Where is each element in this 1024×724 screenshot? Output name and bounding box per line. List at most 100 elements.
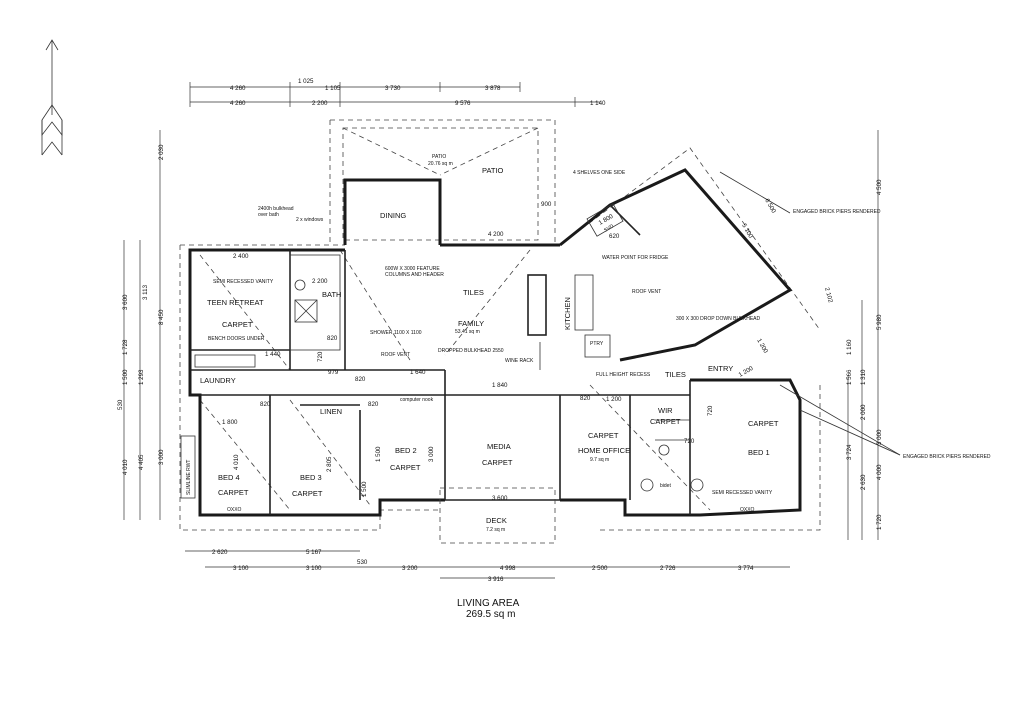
bed4-label: BED 4 [218, 473, 240, 482]
dim-int-820c: 820 [260, 401, 271, 408]
dim-left-2030: 2 030 [158, 144, 165, 160]
dim-int-2805: 2 805 [326, 456, 333, 472]
kitchen-label: KITCHEN [563, 297, 572, 330]
dim-top-3878: 3 878 [485, 85, 501, 92]
dim-int-820a: 820 [327, 335, 338, 342]
dim-left-530: 530 [117, 399, 124, 410]
dim-top-4260a: 4 260 [230, 85, 246, 92]
dim-int-620: 620 [609, 233, 620, 240]
home-office-area-label: 9.7 sq m [590, 457, 609, 463]
top-dimensions: 4 260 1 025 1 105 3 730 3 878 4 260 2 20… [189, 78, 606, 107]
dim-int-4010: 4 010 [233, 454, 240, 470]
interior-dimensions: 2 400 2 200 4 200 1 440 820 720 979 1 64… [222, 201, 769, 502]
dim-right-2102: 2 102 [823, 287, 834, 304]
dropped-bulkhead-note: DROPPED BULKHEAD 2550 [438, 348, 504, 354]
roof-vent-label-1: ROOF VENT [381, 352, 410, 358]
dim-int-820e: 820 [368, 401, 379, 408]
teen-retreat-label: TEEN RETREAT [207, 298, 264, 307]
tiles-label-1: TILES [463, 288, 484, 297]
tiles-label-2: TILES [665, 370, 686, 379]
dim-right-3000: 3 000 [876, 429, 883, 445]
dim-int-1200c: 1 200 [738, 365, 755, 379]
patio-area [342, 127, 539, 241]
patio-area-label: 20.76 sq m [428, 161, 453, 167]
dim-right-4000: 4 000 [876, 464, 883, 480]
dim-int-720b: 720 [707, 405, 714, 416]
note-line: 600W X 3000 FEATURE [385, 266, 440, 272]
dim-int-2200: 2 200 [312, 278, 328, 285]
left-dimensions: 2 030 3 113 8 450 3 600 1 728 1 500 1 29… [117, 130, 165, 520]
roof-outline [179, 119, 821, 531]
dim-right-1720: 1 720 [876, 514, 883, 530]
dim-int-1500b: 1 500 [361, 481, 368, 497]
rainwater-tank [180, 435, 196, 499]
teen-retreat-carpet-label: CARPET [222, 320, 253, 329]
drop-down-note: 300 X 300 DROP DOWN BULKHEAD [676, 316, 760, 322]
oxxo-label-2: OXXO [740, 507, 755, 513]
shelves-note: 4 SHELVES ONE SIDE [573, 170, 626, 176]
dim-bottom-5167: 5 167 [306, 549, 322, 556]
dim-int-1440: 1 440 [265, 351, 281, 358]
dim-right-4500: 4 500 [876, 179, 883, 195]
svd-note: SVD [603, 223, 615, 234]
dim-left-3000: 3 000 [158, 449, 165, 465]
bed4-carpet-label: CARPET [218, 488, 249, 497]
dim-int-820d: 820 [580, 395, 591, 402]
note-line: 2400h bulkhead [258, 206, 294, 212]
dim-top-2200: 2 200 [312, 100, 328, 107]
windows-note: 2 x windows [296, 217, 324, 223]
laundry-label: LAUNDRY [200, 376, 236, 385]
semi-vanity-note-1: SEMI RECESSED VANITY [213, 279, 274, 285]
dim-left-1500: 1 500 [122, 369, 129, 385]
interior-walls [190, 203, 704, 515]
right-dimensions: 4 500 6 500 2 102 5 980 1 566 1 310 3 00… [763, 130, 883, 540]
dim-top-3730: 3 730 [385, 85, 401, 92]
patio-small-label: PATIO [432, 154, 446, 160]
dim-top-4260b: 4 260 [230, 100, 246, 107]
dim-int-1500a: 1 500 [375, 446, 382, 462]
bath-label: BATH [322, 290, 341, 299]
dim-right-2000: 2 000 [860, 404, 867, 420]
roof-vent-label-2: ROOF VENT [632, 289, 661, 295]
media-carpet-label: CARPET [482, 458, 513, 467]
room-labels: PATIO 20.76 sq m PATIO DINING TEEN RETRE… [200, 154, 779, 533]
dim-bottom-2620: 2 620 [212, 549, 228, 556]
dim-int-1800a: 1 800 [222, 419, 238, 426]
wine-rack-note: WINE RACK [505, 358, 534, 364]
dim-left-8450: 8 450 [158, 309, 165, 325]
dim-int-1640: 1 640 [410, 369, 426, 376]
dim-int-2400: 2 400 [233, 253, 249, 260]
living-area-value: 269.5 sq m [466, 609, 515, 620]
dim-int-720a: 720 [317, 351, 324, 362]
oxxo-label-1: OXXO [227, 507, 242, 513]
note-line: COLUMNS AND HEADER [385, 272, 444, 278]
dim-bottom-2500: 2 500 [592, 565, 608, 572]
media-label: MEDIA [487, 442, 511, 451]
engaged-piers-note-1: ENGAGED BRICK PIERS RENDERED [793, 209, 881, 215]
water-point-note: WATER POINT FOR FRIDGE [602, 255, 669, 261]
family-area-label: 53.41 sq m [455, 329, 480, 335]
computer-nook-label: computer nook [400, 397, 434, 403]
bench-doors-note: BENCH DOORS UNDER [208, 336, 265, 342]
bottom-dimensions: 2 620 5 167 3 100 3 100 530 3 200 4 998 … [185, 549, 790, 583]
dim-top-9576: 9 576 [455, 100, 471, 107]
dim-bottom-3100b: 3 100 [306, 565, 322, 572]
dim-int-4200: 4 200 [488, 231, 504, 238]
dim-int-720c: 720 [684, 438, 695, 445]
dim-left-4010: 4 010 [122, 459, 129, 475]
bed1-label: BED 1 [748, 448, 770, 457]
bed1-carpet-label: CARPET [748, 419, 779, 428]
bed3-label: BED 3 [300, 473, 322, 482]
engaged-piers-note-2: ENGAGED BRICK PIERS RENDERED [903, 454, 991, 460]
dim-left-3113: 3 113 [142, 284, 149, 300]
dim-int-1840: 1 840 [492, 382, 508, 389]
dim-right-2630: 2 630 [860, 474, 867, 490]
dim-int-3000: 3 000 [428, 446, 435, 462]
home-office-carpet-label: CARPET [588, 431, 619, 440]
dim-right-6500: 6 500 [763, 198, 777, 215]
pantry-label: PTRY [590, 341, 604, 347]
